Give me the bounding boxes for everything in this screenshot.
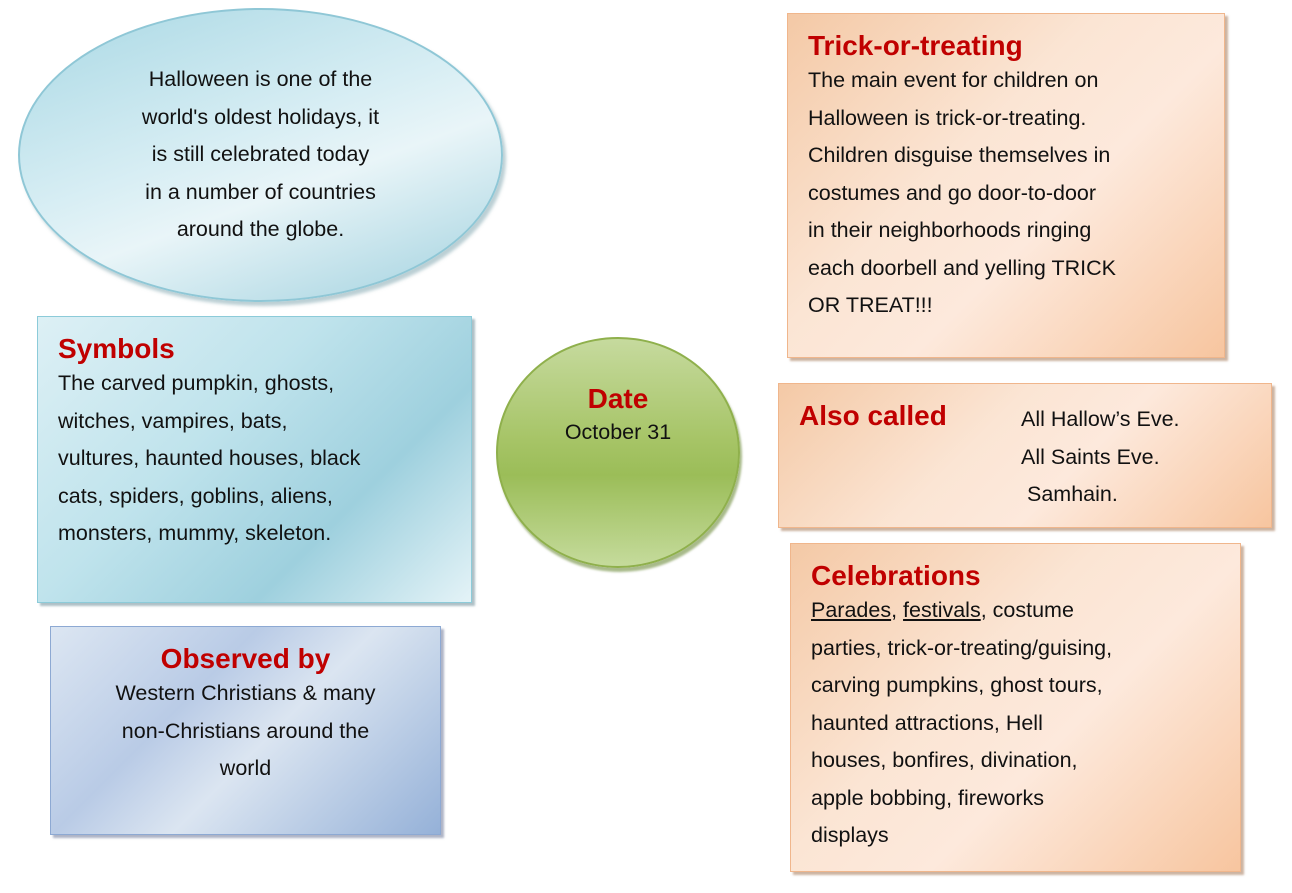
also-called-name: All Saints Eve. — [1021, 444, 1160, 469]
symbols-line: monsters, mummy, skeleton. — [58, 521, 332, 545]
also-called-box: Also called All Hallow’s Eve. All Saints… — [778, 383, 1272, 528]
festivals-link[interactable]: festivals — [903, 598, 981, 622]
trick-line: each doorbell and yelling TRICK — [808, 255, 1116, 280]
celebrations-title: Celebrations — [811, 560, 981, 591]
symbols-box: Symbols The carved pumpkin, ghosts, witc… — [37, 316, 472, 603]
celebrations-line: houses, bonfires, divination, — [811, 748, 1078, 772]
celebrations-line: displays — [811, 823, 889, 847]
observed-line: world — [219, 756, 272, 780]
date-title: Date — [587, 383, 649, 414]
celebrations-line: parties, trick-or-treating/guising, — [811, 635, 1113, 660]
trick-line: The main event for children on — [808, 68, 1099, 92]
also-called-name: Samhain. — [1027, 482, 1118, 506]
observed-title: Observed by — [160, 643, 331, 674]
symbols-line: The carved pumpkin, ghosts, — [58, 371, 335, 395]
celebrations-line: haunted attractions, Hell — [811, 710, 1043, 735]
intro-ellipse: Halloween is one of the world's oldest h… — [18, 8, 503, 302]
celebrations-text: , costume — [980, 598, 1074, 622]
separator: , — [891, 598, 904, 622]
also-called-name: All Hallow’s Eve. — [1021, 407, 1180, 431]
date-value: October 31 — [564, 420, 672, 444]
trick-line: in their neighborhoods ringing — [808, 218, 1092, 242]
celebrations-line: Parades, festivals, costume — [811, 592, 1240, 630]
intro-line: around the globe. — [176, 217, 345, 242]
observed-line: Western Christians & many — [115, 681, 376, 705]
celebrations-box: Celebrations Parades, festivals, costume… — [790, 543, 1241, 872]
also-called-title: Also called — [799, 400, 947, 431]
trick-line: OR TREAT!!! — [808, 293, 933, 317]
trick-line: costumes and go door-to-door — [808, 180, 1097, 205]
intro-line: in a number of countries — [145, 179, 376, 204]
parades-link[interactable]: Parades — [811, 598, 892, 622]
celebrations-line: apple bobbing, fireworks — [811, 785, 1045, 810]
intro-line: world's oldest holidays, it — [141, 104, 380, 129]
trick-or-treating-box: Trick-or-treating The main event for chi… — [787, 13, 1225, 358]
intro-line: is still celebrated today — [151, 142, 370, 167]
intro-line: Halloween is one of the — [148, 67, 373, 92]
symbols-line: vultures, haunted houses, black — [58, 446, 361, 470]
trick-line: Children disguise themselves in — [808, 143, 1111, 167]
symbols-line: witches, vampires, bats, — [58, 408, 288, 433]
trick-title: Trick-or-treating — [808, 30, 1023, 61]
symbols-line: cats, spiders, goblins, aliens, — [58, 483, 333, 508]
date-circle: Date October 31 — [496, 337, 740, 568]
observed-by-box: Observed by Western Christians & many no… — [50, 626, 441, 835]
celebrations-line: carving pumpkins, ghost tours, — [811, 673, 1103, 697]
trick-line: Halloween is trick-or-treating. — [808, 105, 1087, 130]
observed-line: non-Christians around the — [121, 718, 370, 743]
symbols-title: Symbols — [58, 333, 175, 364]
